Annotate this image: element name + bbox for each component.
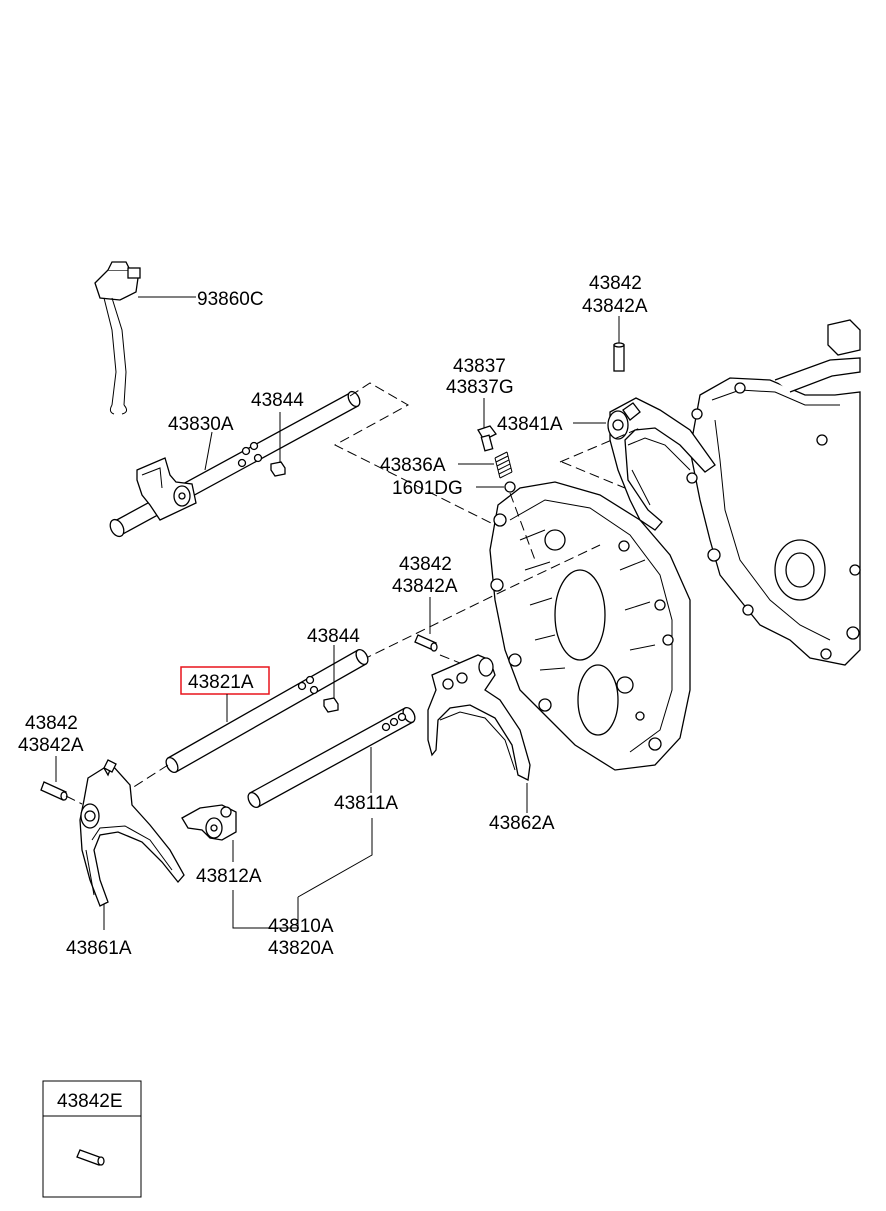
- spring-43836a-part[interactable]: [494, 451, 513, 479]
- label-43830a[interactable]: 43830A: [168, 414, 234, 435]
- label-43811a[interactable]: 43811A: [334, 793, 398, 814]
- ball-1601dg-part[interactable]: [504, 481, 516, 493]
- switch-sensor-part[interactable]: [94, 261, 141, 415]
- label-43844-top[interactable]: 43844: [251, 390, 304, 411]
- label-43842-top[interactable]: 43842: [589, 273, 642, 294]
- label-43837g[interactable]: 43837G: [446, 377, 514, 398]
- label-43820a[interactable]: 43820A: [268, 938, 334, 959]
- pin-43842e-part[interactable]: [76, 1149, 105, 1166]
- pin-top-right-part[interactable]: [613, 342, 625, 372]
- label-43861a[interactable]: 43861A: [66, 938, 132, 959]
- label-43842-mid[interactable]: 43842: [399, 554, 452, 575]
- shift-fork-43841a-part[interactable]: [607, 397, 716, 531]
- interlock-pin-top-part[interactable]: [270, 461, 286, 477]
- label-43842a-top[interactable]: 43842A: [582, 296, 648, 317]
- label-43842a-left[interactable]: 43842A: [18, 735, 84, 756]
- label-43837[interactable]: 43837: [453, 356, 506, 377]
- shift-lug-43812a-part[interactable]: [181, 804, 237, 841]
- label-43836a[interactable]: 43836A: [380, 455, 446, 476]
- interlock-pin-mid-part[interactable]: [323, 697, 339, 713]
- shift-fork-43862a-part[interactable]: [427, 654, 531, 781]
- label-43842e[interactable]: 43842E: [57, 1091, 123, 1112]
- inset-box-43842e: [42, 1080, 142, 1198]
- label-1601dg[interactable]: 1601DG: [392, 478, 463, 499]
- highlight-box-43821a: [180, 666, 270, 695]
- bolt-43837-part[interactable]: [477, 425, 497, 452]
- shift-rail-43811a-part[interactable]: [246, 706, 418, 810]
- label-43862a[interactable]: 43862A: [489, 813, 555, 834]
- label-43821a[interactable]: 43821A: [188, 672, 254, 693]
- pin-middle-part[interactable]: [414, 634, 438, 652]
- label-43842a-mid[interactable]: 43842A: [392, 576, 458, 597]
- label-43842-left[interactable]: 43842: [25, 713, 78, 734]
- label-43844-mid[interactable]: 43844: [307, 626, 360, 647]
- label-43841a[interactable]: 43841A: [497, 414, 563, 435]
- label-43810a[interactable]: 43810A: [268, 916, 334, 937]
- shift-fork-43861a-part[interactable]: [79, 759, 185, 907]
- label-93860c[interactable]: 93860C: [197, 289, 264, 310]
- transmission-case-part[interactable]: [686, 319, 861, 666]
- pin-left-part[interactable]: [40, 781, 68, 801]
- housing-plate-part[interactable]: [489, 481, 691, 771]
- shift-rail-43821a-part[interactable]: [164, 648, 371, 775]
- shift-rail-43830a-part[interactable]: [107, 390, 362, 539]
- label-43812a[interactable]: 43812A: [196, 866, 262, 887]
